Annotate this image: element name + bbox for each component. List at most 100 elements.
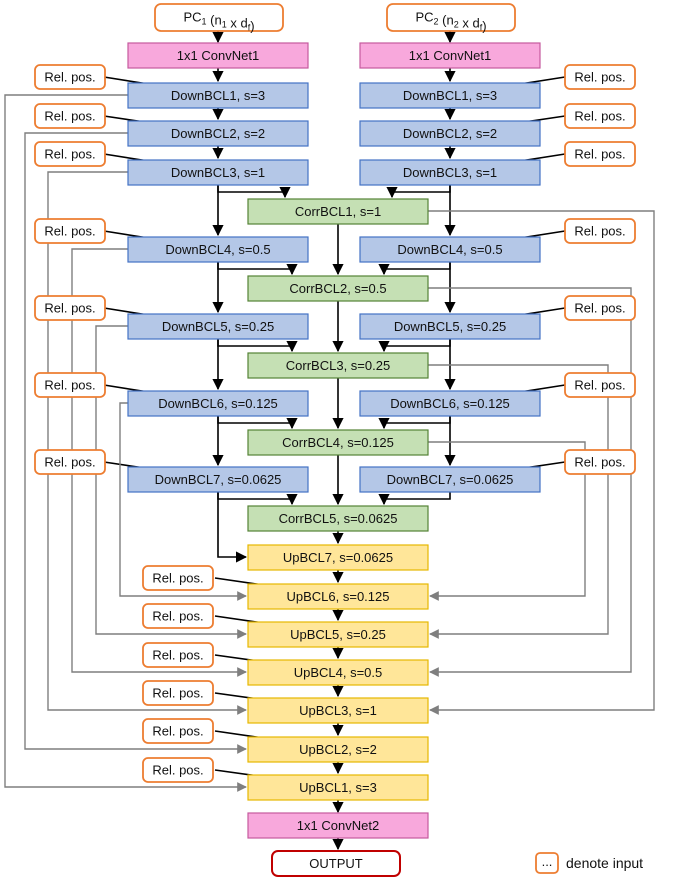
relpos-left-4: Rel. pos. xyxy=(34,218,106,244)
relpos-right-4: Rel. pos. xyxy=(564,218,636,244)
corrbcl2: CorrBCL2, s=0.5 xyxy=(247,275,429,302)
relpos-up-6: Rel. pos. xyxy=(142,757,214,783)
output-box-label: OUTPUT xyxy=(309,856,363,871)
relpos-right-7-box xyxy=(564,449,636,475)
relpos-right-1-box xyxy=(564,64,636,90)
relpos-right-3: Rel. pos. xyxy=(564,141,636,167)
left-downbcl4-label: DownBCL4, s=0.5 xyxy=(165,242,270,257)
left-downbcl2: DownBCL2, s=2 xyxy=(127,120,309,147)
relpos-right-6: Rel. pos. xyxy=(564,372,636,398)
right-downbcl5-box xyxy=(359,313,541,340)
corrbcl1: CorrBCL1, s=1 xyxy=(247,198,429,225)
legend-label: denote input xyxy=(566,855,643,871)
corrbcl1-box xyxy=(247,198,429,225)
relpos-right-7-label: Rel. pos. xyxy=(574,455,625,470)
relpos-left-7: Rel. pos. xyxy=(34,449,106,475)
relpos-right-1-label: Rel. pos. xyxy=(574,70,625,85)
edge-ldown6-corr4 xyxy=(217,416,298,430)
right-downbcl1-box xyxy=(359,82,541,109)
left-downbcl5-label: DownBCL5, s=0.25 xyxy=(162,319,274,334)
relpos-right-4-box xyxy=(564,218,636,244)
relpos-up-1: Rel. pos. xyxy=(142,565,214,591)
input-pc1-label-sub3: f xyxy=(248,23,251,33)
relpos-right-4-label: Rel. pos. xyxy=(574,224,625,239)
upbcl-5-box xyxy=(247,736,429,763)
right-downbcl2: DownBCL2, s=2 xyxy=(359,120,541,147)
convnet2-box xyxy=(247,812,429,839)
upbcl-3-label: UpBCL4, s=0.5 xyxy=(294,665,383,680)
left-downbcl3-box xyxy=(127,159,309,186)
relpos-left-3: Rel. pos. xyxy=(34,141,106,167)
left-downbcl5-box xyxy=(127,313,309,340)
corrbcl3: CorrBCL3, s=0.25 xyxy=(247,352,429,379)
relpos-right-6-label: Rel. pos. xyxy=(574,378,625,393)
left-convnet1: 1x1 ConvNet1 xyxy=(127,42,309,69)
relpos-up-2-box xyxy=(142,603,214,629)
edge-skip-left-6 xyxy=(119,402,247,601)
upbcl-1-box xyxy=(247,583,429,610)
left-downbcl6: DownBCL6, s=0.125 xyxy=(127,390,309,417)
relpos-left-1-box xyxy=(34,64,106,90)
right-convnet1-label: 1x1 ConvNet1 xyxy=(409,48,491,63)
relpos-right-3-box xyxy=(564,141,636,167)
right-downbcl3-box xyxy=(359,159,541,186)
corrbcl3-label: CorrBCL3, s=0.25 xyxy=(286,358,390,373)
relpos-left-5-box xyxy=(34,295,106,321)
input-pc1-label: PC1 (n1 x df) xyxy=(183,10,254,34)
legend-symbol: ... xyxy=(542,854,553,869)
right-downbcl6: DownBCL6, s=0.125 xyxy=(359,390,541,417)
upbcl-2: UpBCL5, s=0.25 xyxy=(247,621,429,648)
upbcl-2-box xyxy=(247,621,429,648)
relpos-up-5-box xyxy=(142,718,214,744)
upbcl-2-label: UpBCL5, s=0.25 xyxy=(290,627,386,642)
edge-rdown4-corr2 xyxy=(378,262,451,276)
input-pc2-label-sub2: 2 xyxy=(454,20,459,30)
relpos-right-7: Rel. pos. xyxy=(564,449,636,475)
input-pc1-box xyxy=(154,3,284,32)
left-downbcl1-box xyxy=(127,82,309,109)
left-downbcl3-label: DownBCL3, s=1 xyxy=(171,165,265,180)
corrbcl4: CorrBCL4, s=0.125 xyxy=(247,429,429,456)
corrbcl2-box xyxy=(247,275,429,302)
left-downbcl4-box xyxy=(127,236,309,263)
relpos-left-6-box xyxy=(34,372,106,398)
left-downbcl3: DownBCL3, s=1 xyxy=(127,159,309,186)
relpos-left-7-label: Rel. pos. xyxy=(44,455,95,470)
relpos-up-5: Rel. pos. xyxy=(142,718,214,744)
right-downbcl3: DownBCL3, s=1 xyxy=(359,159,541,186)
relpos-right-5-label: Rel. pos. xyxy=(574,301,625,316)
relpos-up-4: Rel. pos. xyxy=(142,680,214,706)
relpos-up-1-box xyxy=(142,565,214,591)
right-downbcl7-label: DownBCL7, s=0.0625 xyxy=(387,472,514,487)
left-downbcl1: DownBCL1, s=3 xyxy=(127,82,309,109)
edge-ldown4-corr2 xyxy=(217,262,298,276)
relpos-left-2-box xyxy=(34,103,106,129)
relpos-left-2: Rel. pos. xyxy=(34,103,106,129)
relpos-right-1: Rel. pos. xyxy=(564,64,636,90)
relpos-right-2-label: Rel. pos. xyxy=(574,109,625,124)
relpos-right-2-box xyxy=(564,103,636,129)
relpos-left-6: Rel. pos. xyxy=(34,372,106,398)
relpos-left-7-box xyxy=(34,449,106,475)
relpos-left-3-label: Rel. pos. xyxy=(44,147,95,162)
relpos-left-1: Rel. pos. xyxy=(34,64,106,90)
corrbcl5: CorrBCL5, s=0.0625 xyxy=(247,505,429,532)
legend-swatch xyxy=(535,852,559,874)
input-pc2-label-sub: 2 xyxy=(434,17,439,27)
upbcl-0-label: UpBCL7, s=0.0625 xyxy=(283,550,393,565)
upbcl-1: UpBCL6, s=0.125 xyxy=(247,583,429,610)
input-pc2-box xyxy=(386,3,516,32)
edge-skip-left-2 xyxy=(24,132,247,754)
right-convnet1-box xyxy=(359,42,541,69)
input-pc1-label-mid: (n xyxy=(207,13,222,28)
right-downbcl7-box xyxy=(359,466,541,493)
edge-skip-corr-1 xyxy=(428,210,655,715)
upbcl-3: UpBCL4, s=0.5 xyxy=(247,659,429,686)
corrbcl5-label: CorrBCL5, s=0.0625 xyxy=(279,511,398,526)
left-convnet1-label: 1x1 ConvNet1 xyxy=(177,48,259,63)
input-pc2: PC2 (n2 x df) xyxy=(386,3,516,34)
relpos-left-4-box xyxy=(34,218,106,244)
edge-rdown3-corr1 xyxy=(386,185,451,199)
corrbcl1-label: CorrBCL1, s=1 xyxy=(295,204,381,219)
convnet2: 1x1 ConvNet2 xyxy=(247,812,429,839)
